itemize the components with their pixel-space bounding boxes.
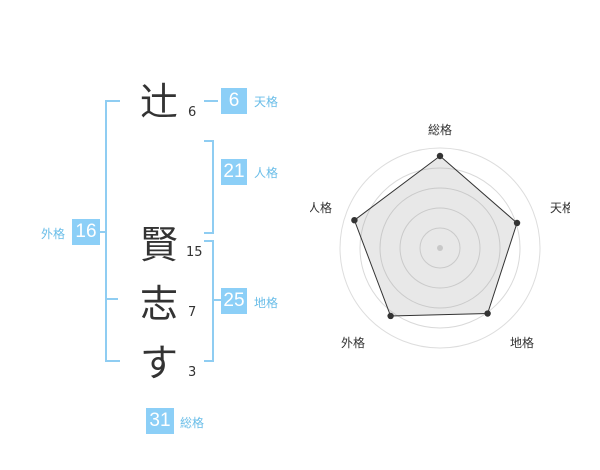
tenkaku-value-badge: 6 — [221, 88, 247, 114]
tenkaku-bracket — [204, 100, 218, 102]
stroke-count-2: 15 — [186, 245, 203, 260]
stroke-count-3: 7 — [188, 305, 197, 320]
axis-label-jinkaku: 人格 — [310, 200, 332, 215]
soukaku-value-badge: 31 — [146, 408, 174, 434]
radar-ring — [399, 207, 481, 289]
jinkaku-bracket — [204, 140, 214, 234]
tenkaku-label: 天格 — [254, 95, 279, 109]
radar-point-4 — [387, 312, 394, 320]
outer-bracket — [105, 100, 120, 362]
chikaku-value-badge: 25 — [221, 288, 247, 314]
name-char-2: 賢 — [139, 223, 178, 267]
gaikaku-label: 外格 — [41, 227, 66, 241]
axis-label-chikaku: 地格 — [510, 335, 534, 350]
name-char-3: 志 — [139, 282, 178, 326]
gaikaku-connector — [98, 231, 106, 233]
stroke-count-1: 6 — [188, 105, 197, 120]
stroke-count-4: 3 — [188, 365, 197, 380]
chikaku-bracket — [204, 240, 214, 362]
chikaku-label: 地格 — [254, 296, 279, 310]
name-char-4: す — [139, 341, 178, 385]
radar-ring — [379, 187, 501, 309]
name-char-1: 辻 — [139, 80, 178, 124]
radar-ring — [359, 167, 521, 329]
axis-label-gaikaku: 外格 — [341, 335, 365, 350]
soukaku-label: 総格 — [180, 416, 205, 430]
radar-center-dot — [437, 245, 443, 251]
jinkaku-label: 人格 — [254, 166, 279, 180]
radar-point-1 — [436, 152, 444, 160]
outer-bracket-mid-tick — [105, 298, 118, 300]
chikaku-connector — [213, 299, 221, 301]
axis-label-tenkaku: 天格 — [550, 200, 570, 215]
gaikaku-value-badge: 16 — [72, 219, 100, 245]
radar-point-5 — [351, 216, 358, 224]
radar-point-3 — [484, 310, 491, 317]
radar-area — [353, 155, 518, 317]
radar-ring — [419, 227, 461, 269]
axis-label-soukaku: 総格 — [428, 122, 452, 137]
radar-point-2 — [513, 219, 521, 227]
fortune-radar-chart: 総格 天格 地格 外格 人格 — [310, 122, 570, 350]
radar-polygon — [353, 155, 518, 317]
radar-points — [351, 152, 521, 320]
jinkaku-value-badge: 21 — [221, 159, 247, 185]
